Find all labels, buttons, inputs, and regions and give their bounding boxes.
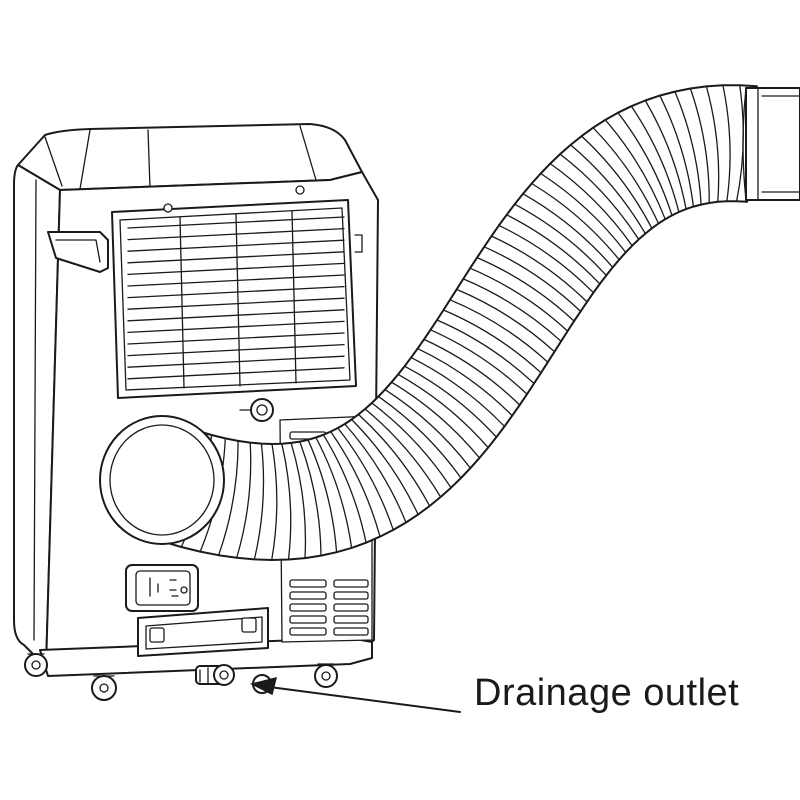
air-filter-grille [111, 185, 357, 422]
bottom-handle [137, 607, 269, 657]
drainage-outlet [195, 664, 235, 686]
exhaust-hose [141, 84, 758, 561]
power-socket [125, 564, 199, 612]
drainage-outlet-label: Drainage outlet [474, 672, 740, 714]
callout-arrow [249, 676, 461, 713]
window-adapter [742, 87, 800, 201]
hose-connector [99, 415, 225, 545]
